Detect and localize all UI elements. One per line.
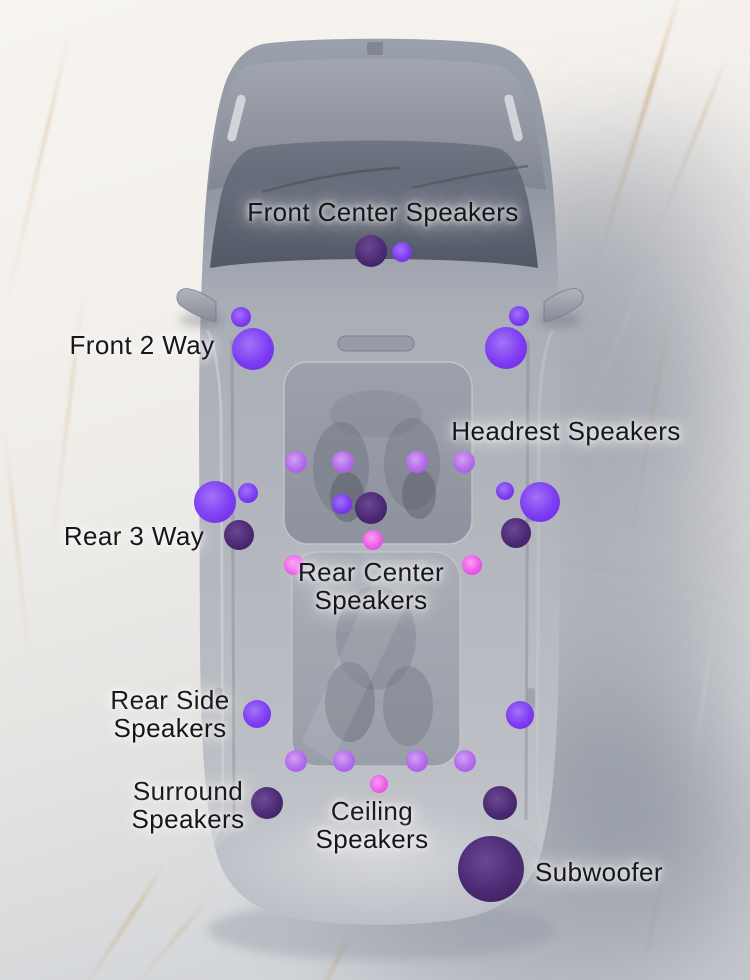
label-rear-side-line: Rear Side: [110, 685, 230, 715]
speaker-dot-front-2way-left-woofer: [232, 328, 274, 370]
speaker-dot-ceiling-row-3: [406, 750, 428, 772]
speaker-dot-rear-3way-right-mid: [501, 518, 531, 548]
right-mirror: [543, 288, 584, 323]
label-front-2way-line: Front 2 Way: [69, 330, 215, 360]
speaker-dot-ceiling-row-2: [333, 750, 355, 772]
speaker-dot-rear-3way-left-tweeter: [238, 483, 258, 503]
car-windshield: [210, 140, 538, 268]
brand-emblem: [367, 42, 383, 55]
speaker-dot-rear-center-top: [363, 530, 383, 550]
speaker-dot-surround-right: [483, 786, 517, 820]
roof-sensor: [337, 335, 415, 352]
speaker-dot-front-2way-right-woofer: [485, 327, 527, 369]
label-subwoofer-line: Subwoofer: [535, 857, 663, 887]
speaker-dot-front-2way-right-tweeter: [509, 306, 529, 326]
headlight-strip-left: [227, 94, 246, 142]
door-handle: [215, 688, 223, 710]
speaker-dot-headrest-row1-2: [332, 451, 354, 473]
speaker-dot-headrest-row1-4: [453, 451, 475, 473]
speaker-dot-rear-3way-left-woofer: [194, 481, 236, 523]
label-rear-side-line: Speakers: [113, 713, 227, 743]
label-surround-line: Surround: [132, 776, 244, 806]
headlight-strip-right: [504, 94, 523, 142]
speaker-dot-headrest-row1-1: [285, 451, 307, 473]
speaker-dot-rear-3way-right-tweeter: [496, 482, 514, 500]
speaker-dot-rear-center-right: [462, 555, 482, 575]
label-headrest-line: Headrest Speakers: [451, 416, 681, 446]
speaker-dot-front-center-woofer: [355, 235, 387, 267]
speaker-dot-subwoofer-main: [458, 836, 524, 902]
speaker-dot-ceiling-row-4: [454, 750, 476, 772]
label-rear-center-line: Rear Center: [297, 557, 445, 587]
label-rear-center-line: Speakers: [314, 585, 428, 615]
speaker-dot-mid-center-tweeter: [332, 494, 352, 514]
label-subwoofer: Subwoofer: [535, 858, 663, 886]
speaker-dot-mid-center-woofer: [355, 492, 387, 524]
speaker-dot-rear-side-right: [506, 701, 534, 729]
label-front-center-line: Front Center Speakers: [247, 197, 519, 227]
speaker-dot-ceiling-center: [370, 775, 388, 793]
speaker-dot-front-center-tweeter: [392, 242, 412, 262]
speaker-dot-rear-3way-right-woofer: [520, 482, 560, 522]
label-surround-line: Speakers: [131, 804, 245, 834]
left-side-highlight: [205, 329, 225, 846]
label-front-center: Front Center Speakers: [247, 198, 518, 226]
label-ceiling-line: Ceiling: [330, 796, 414, 826]
tailgate: [212, 800, 544, 925]
speaker-dot-front-2way-left-tweeter: [231, 307, 251, 327]
left-mirror: [176, 288, 217, 323]
rear-cabin-interior: [302, 560, 433, 762]
wiper-right: [411, 164, 529, 190]
label-rear-3way-line: Rear 3 Way: [63, 521, 205, 551]
label-rear-3way: Rear 3 Way: [64, 522, 204, 550]
speaker-dot-ceiling-row-1: [285, 750, 307, 772]
rear-sunroof-panel: [291, 551, 461, 767]
speaker-dot-rear-3way-left-mid: [224, 520, 254, 550]
speaker-dot-rear-center-left: [284, 555, 304, 575]
speaker-dot-surround-left: [251, 787, 283, 819]
speaker-dot-rear-side-left: [243, 700, 271, 728]
label-headrest: Headrest Speakers: [451, 417, 680, 445]
wiper-left: [261, 166, 401, 194]
right-side-highlight: [535, 329, 555, 846]
right-window-line: [524, 339, 530, 821]
speaker-dot-headrest-row1-3: [406, 451, 428, 473]
label-front-2way: Front 2 Way: [69, 331, 214, 359]
label-ceiling-line: Speakers: [315, 824, 429, 854]
left-window-line: [230, 339, 236, 821]
